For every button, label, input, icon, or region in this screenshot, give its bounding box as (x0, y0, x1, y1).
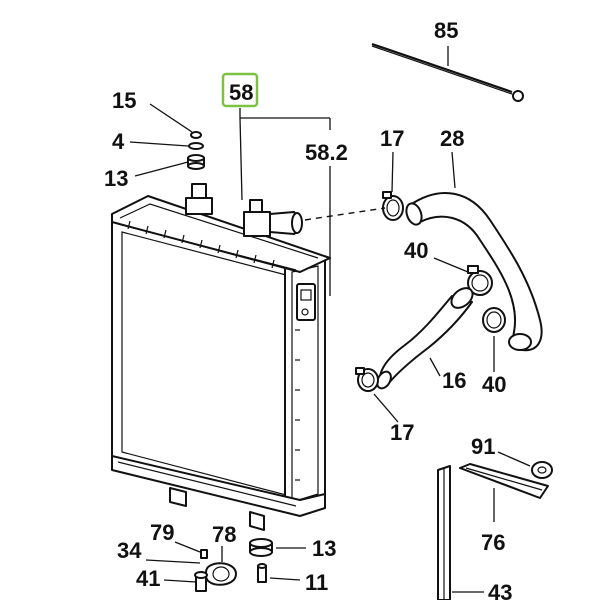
upper-hose-28[interactable] (404, 192, 543, 352)
stud-11[interactable] (257, 563, 267, 583)
callout-16[interactable]: 16 (442, 368, 466, 393)
clamp-17-top[interactable] (382, 191, 404, 221)
callout-41[interactable]: 41 (136, 566, 160, 591)
callout-13-bottom[interactable]: 13 (312, 536, 336, 561)
cap-stack-top[interactable] (187, 131, 205, 170)
callout-28[interactable]: 28 (440, 126, 464, 151)
grommet-91[interactable] (531, 461, 553, 479)
callout-58[interactable]: 58 (229, 80, 253, 105)
radiator[interactable] (111, 183, 331, 531)
callout-78[interactable]: 78 (212, 522, 236, 547)
highlight-box-58[interactable] (221, 72, 259, 108)
leader-lines (129, 46, 531, 593)
clamp-17-bottom[interactable] (355, 367, 379, 392)
callout-79[interactable]: 79 (150, 520, 174, 545)
callout-17-top[interactable]: 17 (380, 126, 404, 151)
callout-13-top[interactable]: 13 (104, 166, 128, 191)
callout-11[interactable]: 11 (305, 570, 328, 595)
mount-13-bottom[interactable] (249, 538, 273, 557)
callout-40-bottom[interactable]: 40 (482, 372, 506, 397)
callout-43[interactable]: 43 (488, 580, 512, 600)
lower-hose-16[interactable] (374, 284, 476, 391)
callout-34[interactable]: 34 (117, 538, 142, 563)
edge-protector-43[interactable] (437, 465, 451, 600)
clamp-40-top[interactable] (467, 265, 493, 296)
callout-76[interactable]: 76 (481, 530, 505, 555)
callout-85[interactable]: 85 (434, 18, 458, 43)
bolt-41[interactable] (194, 571, 208, 592)
callout-17-bottom[interactable]: 17 (390, 420, 414, 445)
seal-strip-85[interactable] (371, 42, 524, 102)
clamp-40-bottom[interactable] (482, 307, 506, 333)
bracket-78[interactable] (205, 562, 237, 586)
callout-15[interactable]: 15 (112, 88, 136, 113)
foam-strip-76[interactable] (459, 463, 549, 499)
callout-40-top[interactable]: 40 (404, 238, 428, 263)
callout-4[interactable]: 4 (112, 129, 125, 154)
callout-91[interactable]: 91 (471, 434, 495, 459)
callout-58-2[interactable]: 58.2 (305, 140, 348, 165)
callout-labels: 85 58 58.2 15 4 13 17 28 40 40 16 17 91 … (104, 18, 512, 600)
pin-79[interactable] (200, 549, 208, 559)
